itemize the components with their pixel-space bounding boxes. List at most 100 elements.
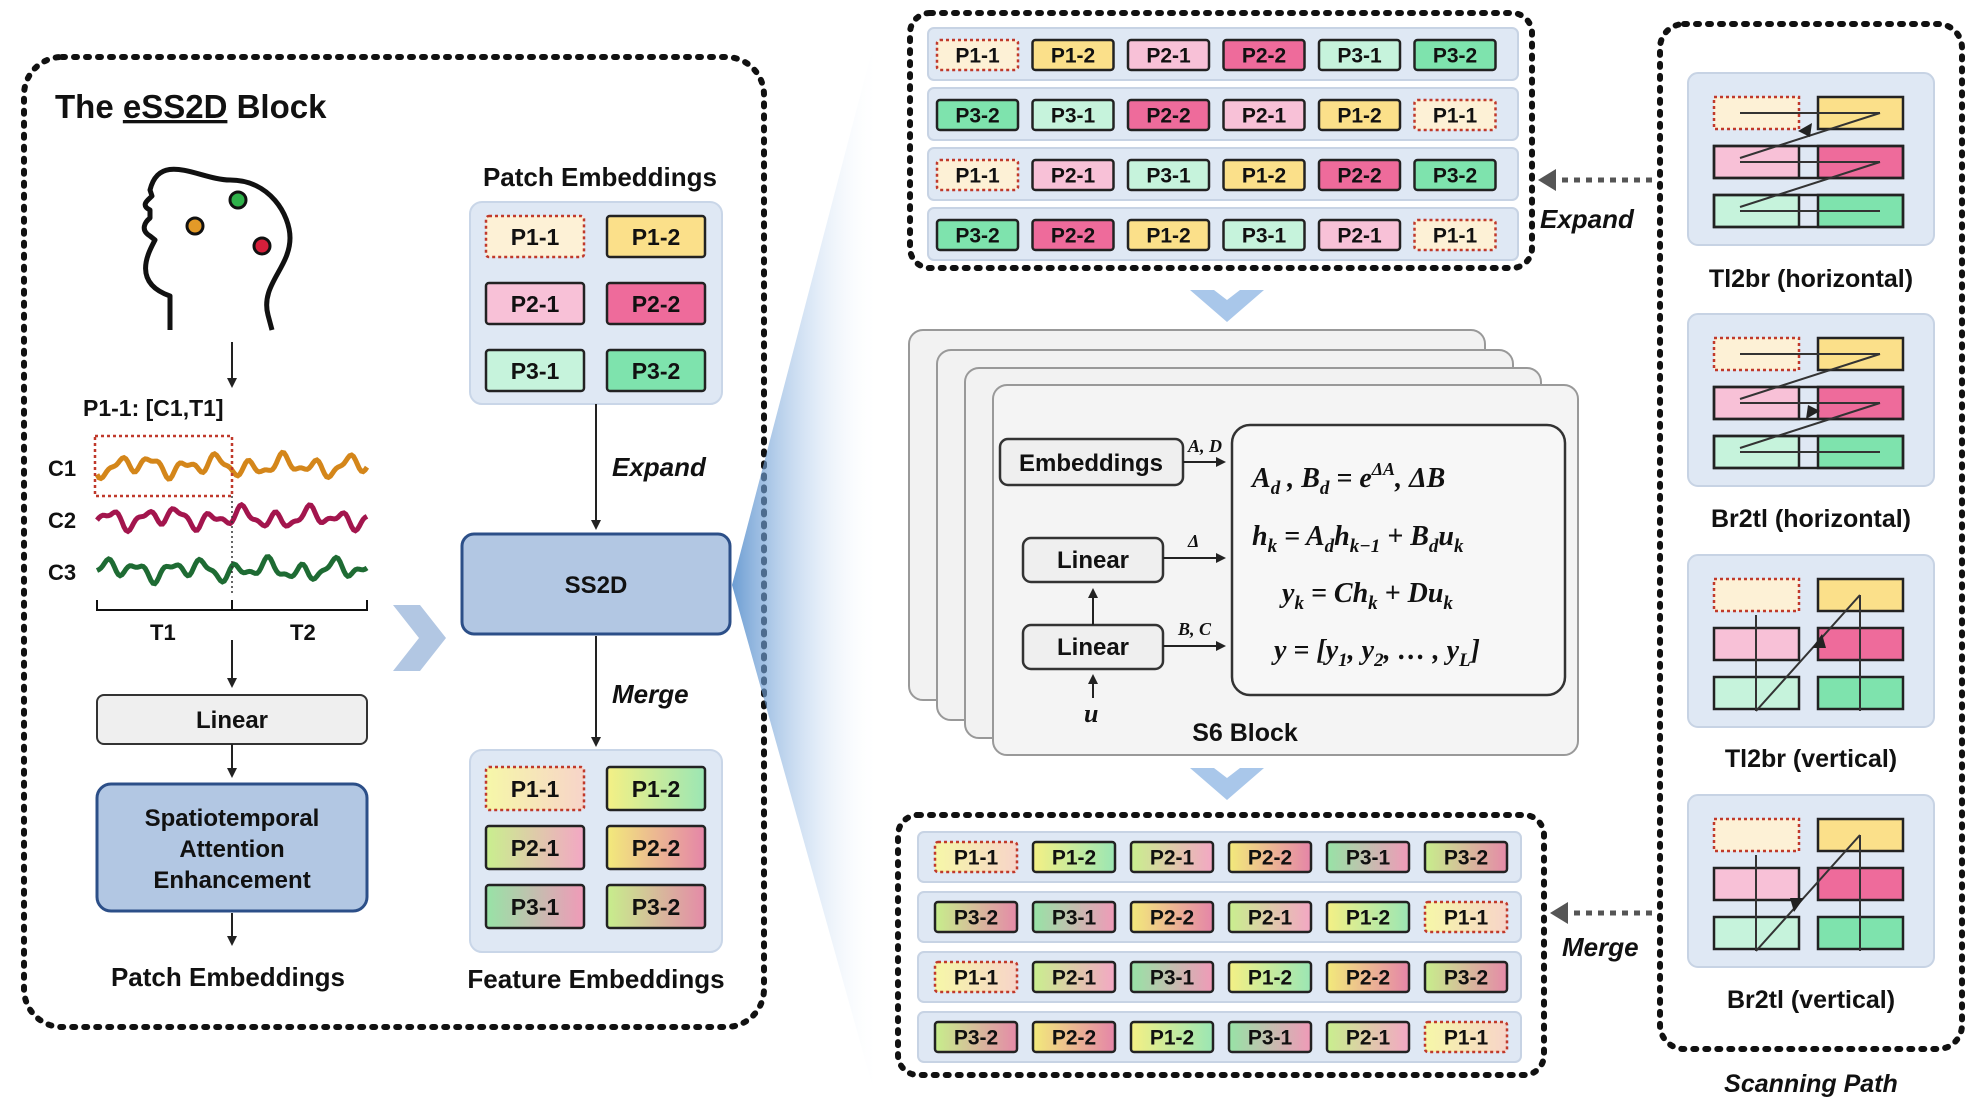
chip-merge-1-5 [1423, 900, 1509, 934]
chip-label-expand-0-5: P3-2 [1433, 45, 1477, 68]
merge-arrow-head [1550, 902, 1568, 924]
chip-label-feature-1: P1-2 [632, 776, 681, 802]
chip-label-expand-2-0: P1-1 [955, 165, 1000, 188]
chip-label-merge-1-1: P3-1 [1052, 907, 1097, 930]
input-u-label: u [1084, 699, 1098, 728]
scan-cell-1-0 [1712, 336, 1801, 372]
chip-feature-2 [484, 824, 586, 871]
attention-label-line1: Spatiotemporal [145, 805, 320, 832]
chip-feature-1 [605, 765, 707, 812]
chip-label-patch-5: P3-2 [632, 358, 681, 384]
chip-feature-5 [605, 883, 707, 930]
chip-expand-0-5 [1413, 38, 1497, 72]
expand-arrow-label: Expand [1540, 204, 1635, 234]
chip-expand-2-5 [1413, 158, 1497, 192]
scan-row-outline-1-1 [1712, 434, 1905, 470]
chip-label-expand-0-4: P3-1 [1337, 45, 1382, 68]
scan-cell-2-0 [1712, 577, 1801, 613]
scan-row-outline-1-0 [1712, 385, 1905, 421]
scan-row-outline-0-1 [1712, 193, 1905, 229]
zoom-fan [732, 20, 880, 1113]
chip-merge-1-3 [1227, 900, 1313, 934]
s6-embeddings-label: Embeddings [1019, 450, 1163, 477]
s6-equation-box [1230, 423, 1567, 697]
chip-label-patch-3: P2-2 [632, 291, 681, 317]
scan-label-1: Tl2br (horizontal) [1709, 265, 1913, 293]
feature-embeddings-title: Feature Embeddings [467, 964, 724, 994]
chip-label-expand-3-0: P3-2 [955, 225, 999, 248]
chip-merge-2-1 [1031, 960, 1117, 994]
s6-linear-box-1 [1021, 536, 1165, 584]
chip-expand-3-5 [1413, 218, 1497, 252]
expand-arrow-head [1538, 169, 1556, 191]
chip-label-merge-3-0: P3-2 [954, 1027, 998, 1050]
ad-label: A, D [1187, 436, 1222, 456]
chip-label-patch-0: P1-1 [511, 224, 560, 250]
chip-label-merge-0-3: P2-2 [1248, 847, 1292, 870]
chip-label-expand-1-3: P2-1 [1242, 105, 1287, 128]
chip-merge-0-4 [1325, 840, 1411, 874]
time-bracket [96, 600, 368, 611]
chip-expand-0-4 [1317, 38, 1402, 72]
chip-merge-2-3 [1227, 960, 1313, 994]
chip-label-expand-0-1: P1-2 [1051, 45, 1095, 68]
chip-merge-2-4 [1325, 960, 1411, 994]
chip-label-merge-2-4: P2-2 [1346, 967, 1390, 990]
left-block-frame [21, 54, 767, 1030]
signal-c1 [94, 449, 370, 482]
chip-label-merge-0-5: P3-2 [1444, 847, 1488, 870]
head-eeg-icon [141, 166, 293, 331]
scan-cell-3-0 [1712, 817, 1801, 853]
chip-label-feature-3: P2-2 [632, 835, 681, 861]
chip-label-expand-3-5: P1-1 [1433, 225, 1478, 248]
down-chevron-2 [1190, 768, 1264, 800]
chip-expand-3-1 [1031, 218, 1115, 252]
chip-expand-2-0 [935, 158, 1020, 192]
merge-arrow-label: Merge [1562, 932, 1639, 962]
chip-merge-2-2 [1129, 960, 1215, 994]
chip-label-merge-2-0: P1-1 [954, 967, 999, 990]
chip-expand-3-4 [1317, 218, 1402, 252]
chip-merge-3-2 [1129, 1020, 1215, 1054]
chip-label-expand-3-3: P3-1 [1242, 225, 1287, 248]
chip-expand-2-4 [1317, 158, 1402, 192]
chip-label-patch-4: P3-1 [511, 358, 560, 384]
patch-embeddings-title: Patch Embeddings [483, 162, 717, 192]
chip-merge-1-0 [933, 900, 1019, 934]
chip-expand-1-5 [1413, 98, 1497, 132]
scan-diag-0-1 [1739, 161, 1881, 208]
chip-expand-1-3 [1222, 98, 1306, 132]
chip-label-expand-1-2: P2-2 [1146, 105, 1190, 128]
chip-expand-0-3 [1222, 38, 1306, 72]
chip-merge-2-0 [933, 960, 1019, 994]
chip-expand-3-3 [1222, 218, 1306, 252]
chip-merge-3-3 [1227, 1020, 1313, 1054]
attention-box [95, 782, 369, 913]
scan-panel-2 [1687, 554, 1935, 728]
chip-patch-1 [605, 214, 707, 259]
chip-merge-2-5 [1423, 960, 1509, 994]
patch-highlight-box [93, 434, 234, 498]
chip-label-expand-2-3: P1-2 [1242, 165, 1286, 188]
scanning-path-caption: Scanning Path [1724, 1070, 1898, 1098]
chip-expand-2-3 [1222, 158, 1306, 192]
chip-merge-1-2 [1129, 900, 1215, 934]
scan-label-3: Tl2br (vertical) [1725, 745, 1897, 773]
chip-label-merge-1-3: P2-1 [1248, 907, 1293, 930]
chip-merge-3-4 [1325, 1020, 1411, 1054]
chip-expand-1-2 [1126, 98, 1211, 132]
chip-label-merge-2-3: P1-2 [1248, 967, 1292, 990]
chevron-right-icon [393, 605, 446, 671]
chip-label-patch-2: P2-1 [511, 291, 560, 317]
chip-label-merge-1-5: P1-1 [1444, 907, 1489, 930]
s6-linear-label-1: Linear [1057, 547, 1129, 574]
chip-patch-4 [484, 348, 586, 393]
chip-label-merge-3-1: P2-2 [1052, 1027, 1096, 1050]
bc-label: B, C [1177, 619, 1212, 639]
chip-label-expand-3-4: P2-1 [1337, 225, 1382, 248]
chip-patch-0 [484, 214, 586, 259]
channel-label-c2: C2 [48, 508, 76, 533]
